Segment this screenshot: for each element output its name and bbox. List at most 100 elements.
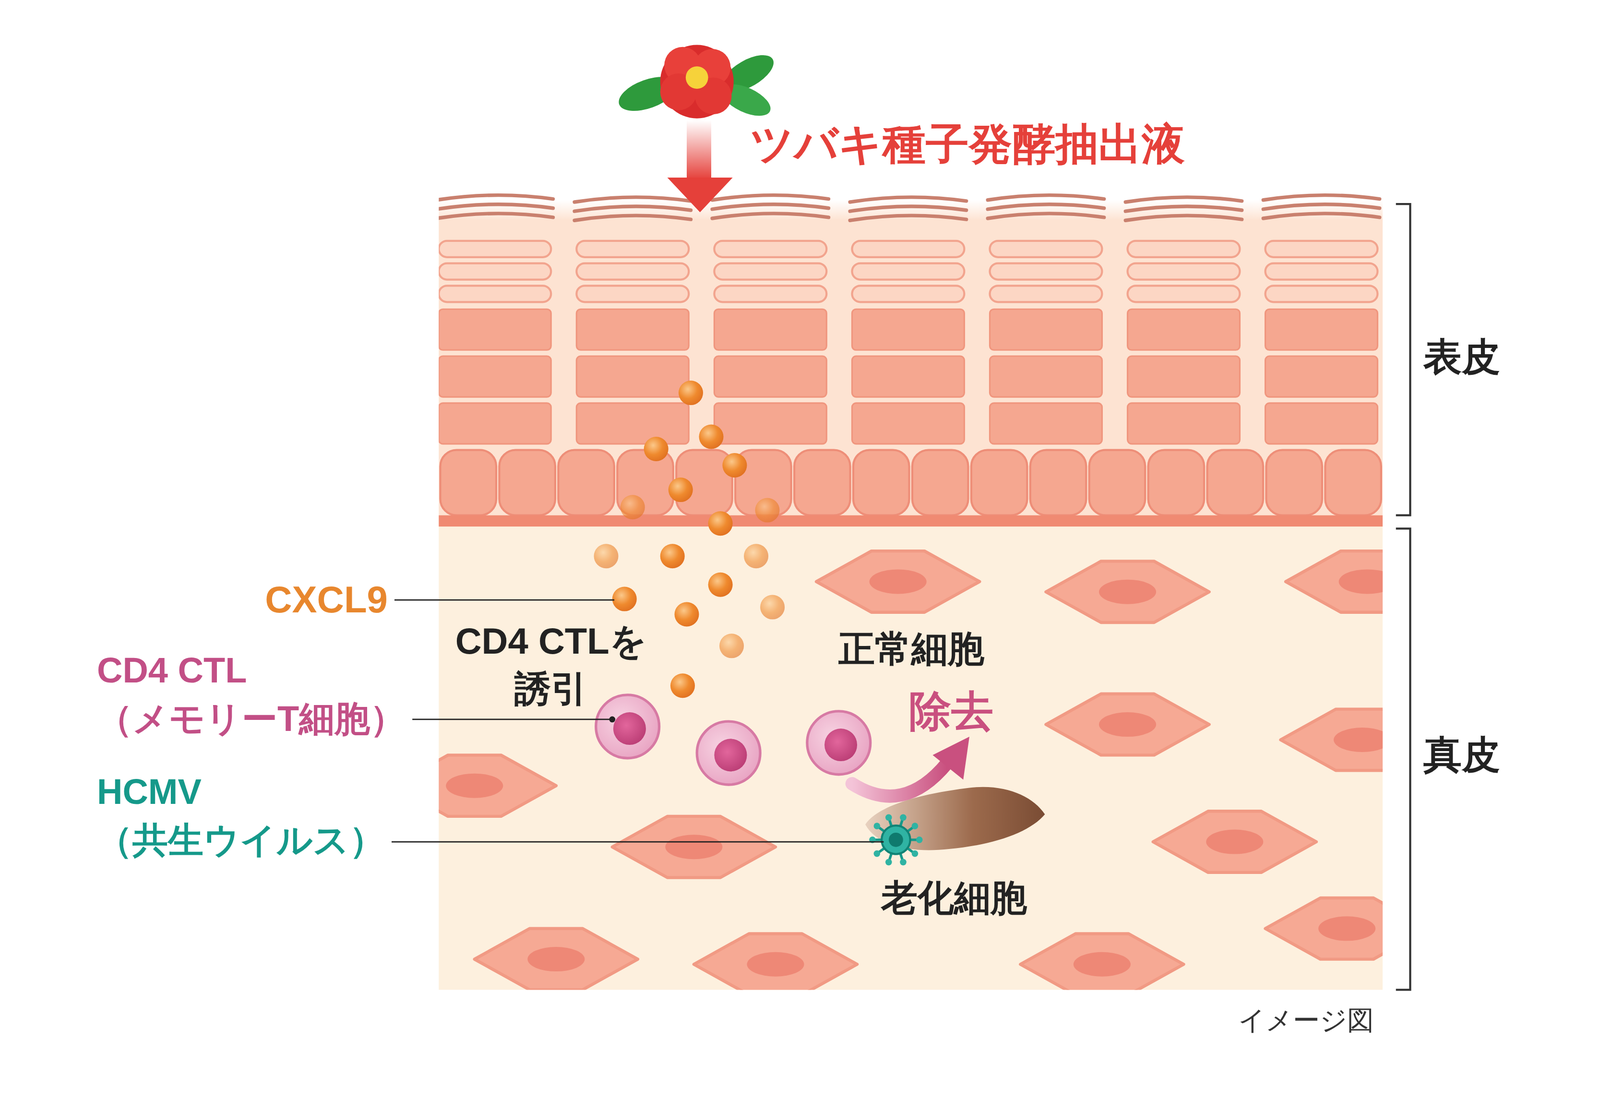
epidermis-ground <box>438 219 1383 521</box>
action-label: 除去 <box>908 685 994 737</box>
leader-line <box>391 841 884 843</box>
granular-cell <box>714 285 827 302</box>
stratum-corneum-line <box>1125 215 1242 221</box>
stratum-corneum-line <box>987 204 1104 210</box>
stamen <box>685 66 709 89</box>
cxcl9-dot <box>670 673 695 698</box>
virus-spike-tip <box>885 814 893 822</box>
spinous-cell <box>851 403 965 444</box>
cell-label: 正常細胞 <box>838 627 985 671</box>
spinous-cell <box>989 356 1102 397</box>
fibroblast <box>1265 897 1384 960</box>
virus-spike-tip <box>911 850 919 858</box>
basal-cell <box>558 450 615 516</box>
stratum-corneum-line <box>849 215 967 221</box>
fibroblast <box>438 754 557 817</box>
ctl-membrane <box>596 694 660 759</box>
granular-cell <box>438 285 551 302</box>
fibroblast <box>816 550 980 613</box>
granular-cell <box>851 285 965 302</box>
stratum-corneum-line <box>987 213 1104 219</box>
fibroblast <box>1020 933 1184 990</box>
virus-spike-tip <box>885 859 893 866</box>
layer-bracket <box>1396 203 1411 515</box>
cxcl9-dot <box>678 380 704 406</box>
fibroblast <box>1285 550 1383 613</box>
cxcl9-dot <box>644 436 669 462</box>
epidermis-layers <box>438 195 1382 516</box>
virus-spike-tip <box>911 822 919 830</box>
fibroblast <box>1280 709 1383 771</box>
camellia-flower <box>614 45 780 123</box>
ctl-nucleus <box>824 728 858 762</box>
cxcl9-dot <box>708 572 733 598</box>
cxcl9-dot <box>612 586 637 612</box>
note: イメージ図 <box>1238 1004 1374 1037</box>
stratum-corneum-line <box>712 204 829 210</box>
spinous-cell <box>1265 356 1378 397</box>
layer-bracket <box>1396 528 1411 990</box>
basement-membrane <box>438 515 1383 527</box>
stratum-corneum-line <box>438 213 553 219</box>
stratum-corneum-line <box>849 197 967 203</box>
leader-dot <box>608 716 616 723</box>
basal-cell <box>1265 450 1323 516</box>
granular-cell <box>438 263 551 280</box>
granular-cell <box>989 263 1102 280</box>
granular-cell <box>1127 240 1241 258</box>
basal-cell <box>971 450 1028 516</box>
basal-cell <box>440 450 497 516</box>
cxcl9-dot <box>708 511 733 536</box>
ctl-membrane <box>807 711 871 775</box>
spinous-cell <box>438 356 551 397</box>
cxcl9-dot <box>760 595 785 620</box>
granular-cell <box>1265 263 1378 280</box>
chemokine-label: CXCL9 <box>264 577 388 623</box>
spinous-cell <box>851 356 965 397</box>
basal-cell <box>794 450 851 516</box>
cxcl9-dot <box>722 453 747 478</box>
removal-arrow <box>851 763 947 796</box>
virus-capsid <box>881 825 911 855</box>
stratum-corneum-line <box>987 195 1104 201</box>
spinous-cell <box>851 309 965 350</box>
spinous-cell <box>1265 309 1378 350</box>
stratum-corneum-line <box>1263 204 1380 210</box>
granular-cell <box>1265 240 1378 258</box>
stratum-corneum-line <box>438 204 553 210</box>
granular-cell <box>1265 285 1378 302</box>
petals <box>660 45 734 119</box>
layer-name: 真皮 <box>1423 731 1501 778</box>
granular-cell <box>576 263 689 280</box>
ctl-cell <box>596 694 660 759</box>
fibroblast <box>612 816 776 878</box>
fibroblast <box>1045 693 1209 756</box>
spinous-cell <box>576 356 689 397</box>
granular-cell <box>989 285 1102 302</box>
spinous-cell <box>989 403 1102 444</box>
granular-cell <box>438 240 551 258</box>
virus-spike-tip <box>899 859 907 866</box>
cxcl9-dot <box>660 543 685 569</box>
virus-spike-tip <box>873 822 881 830</box>
ctl-cell <box>696 721 761 785</box>
stratum-corneum-line <box>712 195 829 201</box>
stratum-corneum-line <box>574 197 691 203</box>
spinous-cell <box>576 309 689 350</box>
spinous-cell <box>438 309 551 350</box>
granular-cell <box>1127 263 1241 280</box>
spinous-cell <box>438 403 551 444</box>
removal-arrow-head <box>932 736 970 780</box>
spinous-cell <box>1127 356 1241 397</box>
basal-cell <box>853 450 910 516</box>
granular-cell <box>989 240 1102 258</box>
cxcl9-dot <box>674 601 699 627</box>
basal-cell <box>1030 450 1087 516</box>
basal-cell <box>912 450 969 516</box>
cxcl9-dot <box>668 477 693 502</box>
basal-cell <box>1148 450 1205 516</box>
fibroblast <box>1045 561 1209 623</box>
basal-cell <box>1089 450 1146 516</box>
basal-cell <box>1325 450 1382 516</box>
